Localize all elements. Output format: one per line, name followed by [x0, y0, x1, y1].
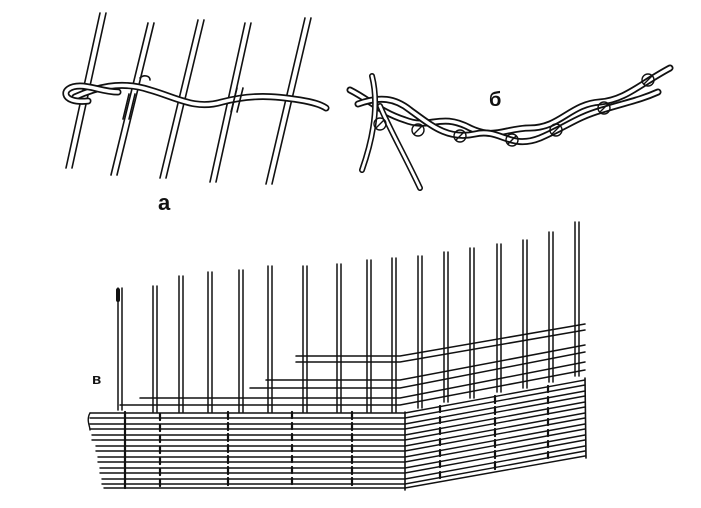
panel-b-stake-sections [373, 73, 655, 147]
panel-v-stake-ticks [123, 384, 550, 490]
panel-v-stakes [117, 221, 580, 413]
panel-v-label: в [92, 371, 102, 388]
panel-v-basket-corner [87, 221, 587, 491]
panel-a-single-weave [62, 12, 330, 185]
panel-b-twisted-weave [346, 64, 674, 191]
panel-b-label: б [489, 89, 502, 111]
panel-a-label: а [158, 190, 171, 215]
